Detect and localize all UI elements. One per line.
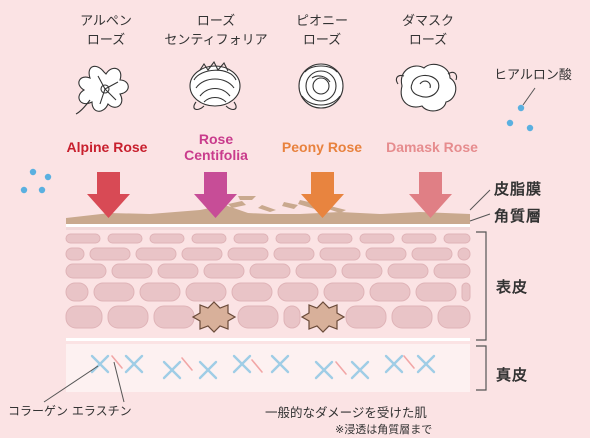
dermis-layer	[66, 344, 470, 392]
stratum-corneum-layer	[66, 205, 470, 224]
flower-en-label-centifolia: Rose Centifolia	[156, 131, 276, 163]
flower-en-line2: Centifolia	[184, 147, 248, 163]
hyaluronic-dots-right	[506, 104, 534, 132]
hyaluronic-dots-left	[20, 168, 52, 194]
flower-en-label-alpine: Alpine Rose	[66, 139, 148, 155]
arrow-damask-rose	[409, 172, 452, 218]
epidermis-label: 表皮	[496, 278, 529, 296]
elastin-fibers	[111, 355, 415, 375]
flower-jp-line1: アルペン	[80, 14, 132, 29]
flower-jp-line2: ローズ	[408, 33, 448, 48]
collagen-elastin-label: コラーゲン エラスチン	[8, 404, 132, 418]
flower-jp-label-alpine: アルペン ローズ	[51, 12, 161, 50]
flower-en-label-damask: Damask Rose	[386, 139, 478, 155]
flower-jp-line1: ピオニー	[295, 14, 348, 29]
flower-jp-line2: センティフォリア	[164, 33, 268, 48]
flower-jp-line2: ローズ	[86, 33, 126, 48]
dermis-bracket	[476, 345, 487, 391]
arrow-rose-centifolia	[194, 172, 237, 218]
flower-jp-label-centifolia: ローズ センティフォリア	[160, 12, 272, 50]
arrow-alpine-rose	[87, 172, 130, 218]
dermis-label: 真皮	[496, 366, 529, 384]
flower-en-line1: Rose	[198, 131, 234, 147]
damask-rose-icon	[395, 63, 458, 112]
flower-jp-label-peony: ピオニー ローズ	[267, 12, 377, 50]
flower-jp-line2: ローズ	[302, 33, 342, 48]
flower-jp-line1: ローズ	[196, 14, 236, 29]
epidermis-bracket	[476, 231, 487, 341]
penetration-footnote: ※浸透は角質層まで	[335, 423, 433, 436]
collagen-fibers	[90, 354, 436, 380]
peony-rose-icon	[298, 63, 344, 109]
sebum-layer-label: 皮脂膜	[494, 180, 543, 198]
damaged-skin-label: 一般的なダメージを受けた肌	[265, 405, 427, 420]
flower-en-label-peony: Peony Rose	[281, 139, 363, 155]
epidermis-cells	[65, 233, 471, 329]
flower-jp-line1: ダマスク	[401, 14, 454, 29]
alpine-rose-icon	[75, 65, 129, 115]
damaged-cell	[191, 301, 237, 333]
damaged-cell	[300, 301, 346, 333]
arrow-peony-rose	[301, 172, 344, 218]
rose-centifolia-icon	[189, 60, 241, 111]
stratum-corneum-label: 角質層	[494, 207, 543, 225]
hyaluronic-acid-label: ヒアルロン酸	[494, 68, 572, 83]
flower-jp-label-damask: ダマスク ローズ	[373, 12, 483, 50]
